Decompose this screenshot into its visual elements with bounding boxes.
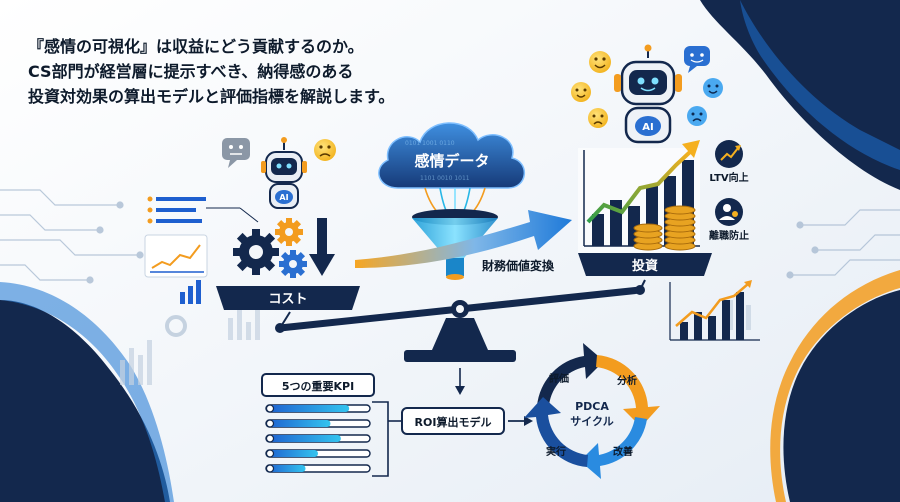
- roi-to-pdca-arrow-icon: [508, 416, 533, 426]
- left-list-lines: [147, 196, 259, 224]
- cost-down-arrow-icon: [309, 218, 335, 276]
- left-ai-robot: AI: [261, 137, 307, 209]
- center-down-arrow-icon: [455, 368, 465, 395]
- right-ai-robot: AI: [614, 44, 682, 144]
- value-transform-arrow: [355, 210, 572, 268]
- pdca-step-evaluate: 評価: [549, 372, 569, 385]
- pdca-step-analyze: 分析: [617, 374, 637, 387]
- kpi-bar-bullet: [265, 404, 275, 413]
- investment-plate: [578, 253, 712, 276]
- headline-line-1: 『感情の可視化』は収益にどう貢献するのか。: [28, 37, 364, 56]
- ltv-label: LTV向上: [709, 171, 748, 184]
- roi-label: ROI算出モデル: [415, 415, 492, 429]
- headline-line-3: 投資対効果の算出モデルと評価指標を解説します。: [28, 87, 395, 106]
- cost-plate: [216, 286, 360, 310]
- kpi-bar-bullet: [265, 464, 275, 473]
- churn-label: 離職防止: [709, 229, 749, 242]
- sad-face-icon: [588, 108, 608, 128]
- svg-text:0101 1001 0110: 0101 1001 0110: [405, 140, 455, 147]
- funnel-label: 財務価値変換: [481, 258, 555, 273]
- gears-icon: [233, 218, 307, 278]
- conversion-funnel: [412, 209, 498, 280]
- kpi-bar-fill: [266, 420, 331, 427]
- chat-face-icon: [684, 46, 710, 73]
- worried-face-icon: [314, 139, 336, 161]
- kpi-bar-fill: [266, 450, 318, 457]
- left-mini-chart: [144, 234, 208, 278]
- smile-face-icon: [571, 82, 591, 102]
- pdca-step-improve: 改善: [613, 445, 633, 458]
- corner-bottom-left-accent: [0, 282, 174, 502]
- corner-bottom-left: [0, 300, 170, 502]
- emotion-data-cloud: 0101 1001 0110 1101 0010 1011: [378, 122, 526, 189]
- pdca-center-label: PDCA: [575, 400, 609, 413]
- kpi-bar-bullet: [265, 419, 275, 428]
- cloud-label: 感情データ: [414, 152, 489, 170]
- kpi-bar-bullet: [265, 449, 275, 458]
- right-mini-chart: [669, 280, 760, 341]
- ltv-up-icon: [715, 140, 743, 168]
- neutral-face-icon: [222, 138, 250, 168]
- kpi-box: [261, 373, 375, 473]
- pdca-step-execute: 実行: [546, 445, 566, 458]
- svg-text:1101 0010 1011: 1101 0010 1011: [420, 175, 470, 182]
- blue-smile-face-icon: [703, 78, 723, 98]
- blue-sad-face-icon: [687, 106, 707, 126]
- headline-line-2: CS部門が経営層に提示すべき、納得感のある: [28, 62, 354, 81]
- kpi-bar-bullet: [265, 434, 275, 443]
- right-robot-badge: AI: [642, 122, 653, 133]
- roi-box: [401, 407, 505, 435]
- churn-prevent-icon: [715, 198, 743, 226]
- happy-face-icon: [589, 51, 611, 73]
- pdca-center-sublabel: サイクル: [570, 415, 613, 428]
- corner-top-right-accent: [740, 0, 900, 170]
- headline: 『感情の可視化』は収益にどう貢献するのか。 CS部門が経営層に提示すべき、納得感…: [28, 34, 394, 109]
- pdca-cycle: [524, 343, 660, 479]
- coin-stack-icon: [633, 205, 696, 251]
- kpi-bar-fill: [266, 435, 341, 442]
- corner-bottom-right: [783, 290, 900, 502]
- cost-label: コスト: [268, 292, 307, 307]
- circuit-lines-left: [0, 189, 144, 284]
- kpi-bar-fill: [266, 405, 350, 412]
- investment-label: 投資: [632, 258, 658, 274]
- circuit-lines-right: [786, 209, 900, 279]
- corner-bottom-right-accent: [770, 270, 900, 502]
- left-robot-badge: AI: [279, 193, 288, 202]
- left-small-bars: [180, 280, 201, 304]
- left-donut: [165, 315, 187, 337]
- kpi-title: 5つの重要KPI: [282, 379, 354, 393]
- balance-scale: [275, 279, 646, 362]
- kpi-bar-fill: [266, 465, 306, 472]
